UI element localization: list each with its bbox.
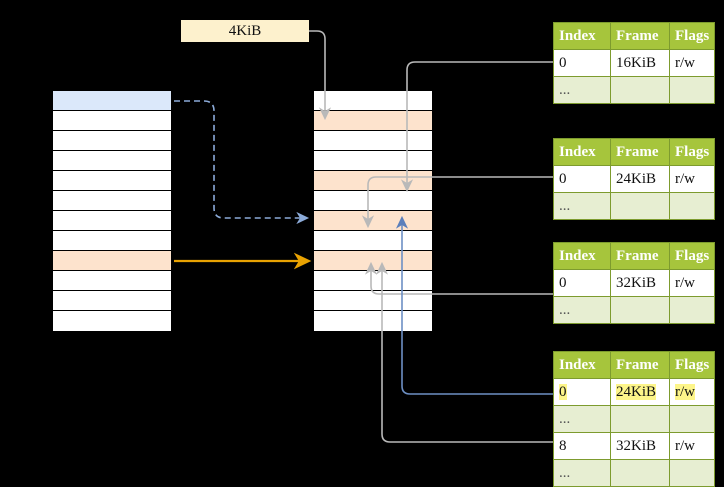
memory-cell: [53, 91, 171, 111]
memory-cell: [314, 311, 432, 331]
table-cell: [610, 459, 670, 487]
table-cell: ...: [553, 405, 611, 433]
table-cell: r/w: [668, 49, 716, 77]
column-header: Frame: [610, 138, 670, 166]
memory-cell: [314, 91, 432, 111]
virtual-address-space-column: [52, 90, 172, 331]
table-cell: ...: [553, 192, 611, 220]
memory-cell: [53, 171, 171, 191]
column-header: Frame: [610, 351, 670, 379]
table-cell: 32KiB: [610, 432, 670, 460]
table-row[interactable]: ...: [553, 192, 716, 220]
table-cell: 24KiB: [610, 378, 670, 406]
table-cell: [668, 192, 716, 220]
column-header: Index: [553, 351, 611, 379]
table-cell: r/w: [668, 269, 716, 297]
table-cell: [668, 76, 716, 104]
table-cell: ...: [553, 459, 611, 487]
table-cell: ...: [553, 296, 611, 324]
table-cell: [668, 405, 716, 433]
column-header: Index: [553, 22, 611, 50]
memory-cell: [53, 151, 171, 171]
column-header: Index: [553, 242, 611, 270]
table-cell: 16KiB: [610, 49, 670, 77]
table-row[interactable]: ...: [553, 405, 716, 433]
memory-cell: [314, 251, 432, 271]
table-cell: 0: [553, 378, 611, 406]
table-cell: 0: [553, 165, 611, 193]
table-cell: [668, 459, 716, 487]
column-header: Flags: [668, 242, 716, 270]
highlighted-value: 24KiB: [616, 383, 657, 400]
table-cell: 24KiB: [610, 165, 670, 193]
memory-cell: [314, 111, 432, 131]
memory-cell: [314, 131, 432, 151]
table-cell: [610, 76, 670, 104]
table-cell: [610, 192, 670, 220]
table-cell: r/w: [668, 165, 716, 193]
column-header: Flags: [668, 138, 716, 166]
memory-cell: [53, 291, 171, 311]
memory-cell: [53, 251, 171, 271]
table-cell: 0: [553, 269, 611, 297]
table-cell: 8: [553, 432, 611, 460]
table-row[interactable]: ...: [553, 296, 716, 324]
wire-virtual-page-lookup: [174, 100, 310, 225]
memory-cell: [53, 131, 171, 151]
table-row[interactable]: ...: [553, 76, 716, 104]
table-cell: ...: [553, 76, 611, 104]
column-header: Flags: [668, 351, 716, 379]
table-cell: [610, 405, 670, 433]
table-cell: [610, 296, 670, 324]
physical-memory-column: [313, 90, 433, 331]
memory-cell: [314, 211, 432, 231]
highlighted-value: 0: [559, 383, 567, 400]
table-cell: [668, 296, 716, 324]
memory-cell: [53, 191, 171, 211]
column-header: Flags: [668, 22, 716, 50]
table-cell: r/w: [668, 378, 716, 406]
column-header: Frame: [610, 22, 670, 50]
table-cell: r/w: [668, 432, 716, 460]
memory-cell: [314, 291, 432, 311]
memory-cell: [53, 231, 171, 251]
table-cell: 0: [553, 49, 611, 77]
column-header: Index: [553, 138, 611, 166]
memory-cell: [314, 171, 432, 191]
column-header: Frame: [610, 242, 670, 270]
page-size-label: 4KiB: [181, 20, 309, 42]
memory-cell: [53, 211, 171, 231]
table-row[interactable]: ...: [553, 459, 716, 487]
memory-cell: [314, 231, 432, 251]
memory-cell: [314, 271, 432, 291]
memory-cell: [53, 311, 171, 331]
table-cell: 32KiB: [610, 269, 670, 297]
memory-cell: [314, 191, 432, 211]
memory-cell: [314, 151, 432, 171]
memory-cell: [53, 111, 171, 131]
memory-cell: [53, 271, 171, 291]
table-row[interactable]: 0 24KiB r/w: [553, 378, 716, 406]
highlighted-value: r/w: [675, 383, 695, 400]
